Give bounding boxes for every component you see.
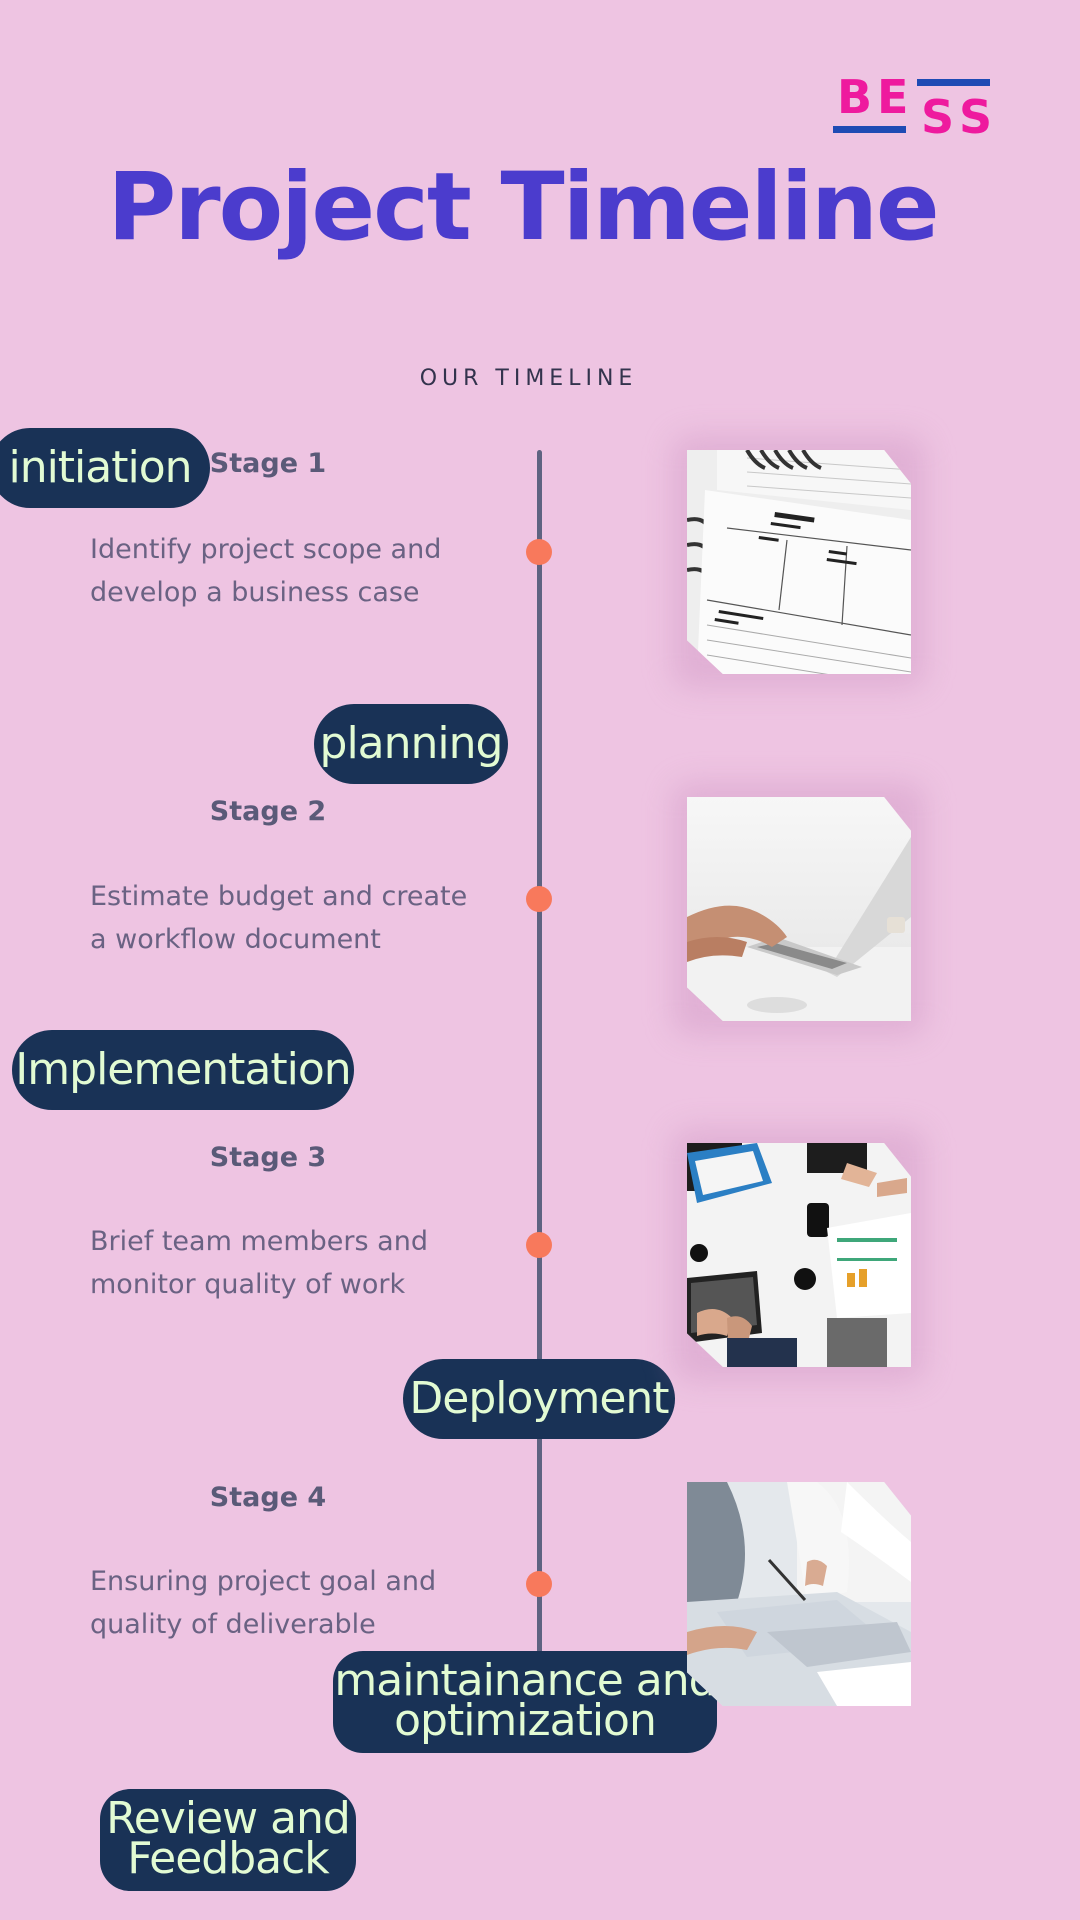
phase-pill-planning: planning — [314, 704, 508, 784]
timeline-dot-1 — [526, 539, 552, 565]
phase-maintenance-line1: maintainance and — [334, 1655, 716, 1706]
timeline-line — [537, 450, 542, 1658]
logo-overline — [917, 79, 990, 86]
stage-4-description: Ensuring project goal and quality of del… — [90, 1560, 470, 1646]
team-meeting-photo — [687, 1143, 911, 1367]
stage-2-description: Estimate budget and create a workflow do… — [90, 875, 470, 961]
phase-review-line1: Review and — [106, 1793, 351, 1844]
stage-4-label: Stage 4 — [209, 1482, 327, 1513]
stage-1-label: Stage 1 — [209, 448, 327, 479]
tablet-review-photo — [687, 1482, 911, 1706]
phase-pill-implementation: Implementation — [12, 1030, 354, 1110]
stage-4-desc-line2: quality of deliverable — [90, 1609, 376, 1640]
phase-maintenance-line2: optimization — [394, 1695, 657, 1746]
timeline-dot-3 — [526, 1232, 552, 1258]
phase-pill-deployment: Deployment — [403, 1359, 675, 1439]
stage-3-desc-line2: monitor quality of work — [90, 1269, 406, 1300]
stage-3-description: Brief team members and monitor quality o… — [90, 1220, 470, 1306]
stage-1-desc-line2: develop a business case — [90, 577, 420, 608]
logo-letter-b: B — [837, 70, 873, 124]
stage-1-desc-line1: Identify project scope and — [90, 534, 442, 565]
timeline-dot-2 — [526, 886, 552, 912]
phase-pill-initiation: initiation — [0, 428, 210, 508]
stage-3-desc-line1: Brief team members and — [90, 1226, 428, 1257]
phase-review-line2: Feedback — [127, 1833, 330, 1884]
planner-notebook-photo — [687, 450, 911, 674]
stage-1-description: Identify project scope and develop a bus… — [90, 528, 470, 614]
stage-2-label: Stage 2 — [209, 796, 327, 827]
stage-2-desc-line1: Estimate budget and create — [90, 881, 468, 912]
bess-logo: B E S S — [833, 70, 993, 140]
stage-2-desc-line2: a workflow document — [90, 924, 381, 955]
logo-letter-e: E — [877, 70, 909, 124]
timeline-dot-4 — [526, 1571, 552, 1597]
logo-letter-s1: S — [921, 90, 955, 144]
phase-pill-review: Review and Feedback — [100, 1789, 356, 1891]
page-title: Project Timeline — [107, 153, 939, 262]
stage-4-desc-line1: Ensuring project goal and — [90, 1566, 437, 1597]
phase-pill-maintenance: maintainance and optimization — [333, 1651, 717, 1753]
stage-3-label: Stage 3 — [209, 1142, 327, 1173]
logo-letter-s2: S — [959, 90, 993, 144]
timeline-subtitle: OUR TIMELINE — [419, 366, 638, 391]
laptop-typing-photo — [687, 797, 911, 1021]
logo-underline — [833, 126, 906, 133]
